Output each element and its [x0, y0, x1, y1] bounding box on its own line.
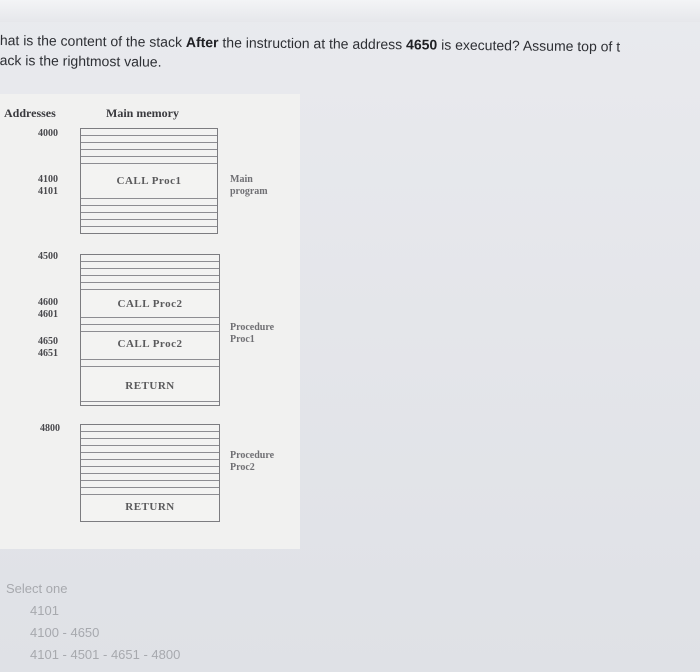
address-4100: 4100: [38, 174, 58, 185]
header-addresses: Addresses: [4, 106, 56, 120]
procedure-proc1-label: Procedure Proc1: [230, 322, 274, 346]
header-main-memory: Main memory: [106, 106, 179, 120]
address-4000: 4000: [38, 128, 58, 139]
call-proc2-cell: CALL Proc2: [81, 333, 219, 355]
answer-option-1[interactable]: 4101: [30, 603, 59, 618]
address-4500: 4500: [38, 251, 58, 262]
label-line: Procedure: [230, 322, 275, 333]
procedure-proc2-label: Procedure Proc2: [230, 450, 274, 474]
main-program-block: CALL Proc1: [80, 128, 218, 234]
procedure-proc1-block: CALL Proc2 CALL Proc2 RETURN: [80, 254, 220, 406]
answer-option-3[interactable]: 4101 - 4501 - 4651 - 4800: [30, 647, 181, 662]
answer-options: Select one 4101 4100 - 4650 4101 - 4501 …: [6, 578, 180, 666]
question-text: hat is the content of the stack After th…: [0, 30, 700, 77]
return-cell: RETURN: [81, 495, 219, 519]
select-one-prompt: Select one: [6, 581, 68, 596]
label-line: Main: [230, 174, 253, 185]
label-line: Procedure: [230, 450, 275, 461]
address-4101: 4101: [38, 186, 58, 197]
address-4601: 4601: [38, 309, 58, 320]
browser-top-band: [0, 0, 700, 22]
procedure-proc2-block: RETURN: [80, 424, 220, 522]
label-line: Proc1: [230, 334, 255, 345]
question-emphasis-after: After: [185, 33, 219, 51]
call-proc2-cell: CALL Proc2: [81, 293, 219, 315]
call-proc1-cell: CALL Proc1: [81, 170, 217, 192]
memory-diagram: Addresses Main memory 4000 4100 4101 450…: [0, 94, 300, 549]
question-part: the instruction at the address: [218, 34, 407, 53]
address-4800: 4800: [40, 423, 60, 434]
question-part: hat is the content of the stack: [0, 31, 186, 50]
return-cell: RETURN: [81, 371, 219, 401]
address-4651: 4651: [38, 348, 58, 359]
address-4650: 4650: [38, 336, 58, 347]
main-program-label: Main program: [230, 174, 268, 198]
question-part: is executed? Assume top of t: [437, 36, 621, 55]
label-line: Proc2: [230, 462, 255, 473]
answer-option-2[interactable]: 4100 - 4650: [30, 625, 100, 640]
label-line: program: [230, 186, 268, 197]
address-4600: 4600: [38, 297, 58, 308]
question-emphasis-address: 4650: [406, 36, 438, 53]
